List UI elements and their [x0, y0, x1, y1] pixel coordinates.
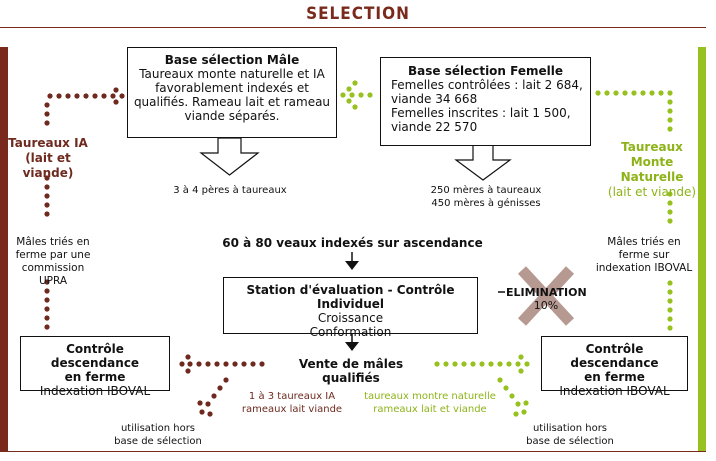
- elimination-percent: 10%: [533, 299, 559, 312]
- left-note-line: ferme par une: [15, 249, 91, 261]
- female-box-heading: Base sélection Femelle: [407, 64, 564, 78]
- mn-rameaux-line: taureaux montre naturelle: [364, 391, 496, 402]
- female-box-line: viande 22 570: [391, 120, 478, 134]
- right-note-line: Mâles triés en: [607, 236, 681, 248]
- right-branch-title-line: Naturelle: [620, 170, 684, 184]
- right-branch-title-line: (lait et viande): [607, 185, 697, 199]
- female-box-line: viande 34 668: [391, 92, 478, 106]
- controle-left-heading: en ferme: [64, 370, 126, 384]
- male-box-line: qualifiés. Rameau lait et rameau: [133, 95, 331, 109]
- vente-label: Vente de mâles qualifiés: [298, 357, 404, 385]
- left-note-line: Mâles triés en: [16, 236, 90, 248]
- ia-rameaux-line: 1 à 3 taureaux IA: [248, 391, 336, 402]
- male-box-line: Taureaux monte naturelle et IA: [139, 67, 325, 81]
- page-title: SELECTION: [306, 4, 410, 24]
- male-box-heading: Base sélection Mâle: [164, 53, 300, 67]
- female-selection-box: Base sélection Femelle Femelles contrôlé…: [380, 57, 591, 146]
- left-branch-title: Taureaux IA (lait et viande): [8, 136, 88, 181]
- hors-right-line: base de sélection: [526, 436, 614, 447]
- controle-left-sub: Indexation IBOVAL: [39, 384, 151, 398]
- right-branch-title-line: Taureaux Monte: [621, 140, 683, 169]
- ia-rameaux-label: 1 à 3 taureaux IA rameaux lait viande: [236, 390, 348, 416]
- right-note-line: ferme sur: [618, 249, 670, 261]
- left-note-line: commission UPRA: [21, 262, 85, 287]
- controle-right-sub: Indexation IBOVAL: [559, 384, 670, 398]
- controle-right-heading: Contrôle descendance: [570, 342, 659, 370]
- green-dots: [340, 80, 673, 417]
- controle-left-box: Contrôle descendance en ferme Indexation…: [20, 336, 170, 398]
- elimination-x-icon: [517, 266, 575, 326]
- right-side-bar: [698, 47, 706, 451]
- left-branch-note: Mâles triés en ferme par une commission …: [10, 236, 96, 288]
- right-note-line: indexation IBOVAL: [595, 262, 693, 274]
- controle-right-box: Contrôle descendance en ferme Indexation…: [541, 336, 688, 398]
- female-box-line: Femelles contrôlées : lait 2 684,: [391, 78, 583, 92]
- left-branch-title-line: (lait et viande): [22, 151, 74, 180]
- station-line: Croissance: [317, 311, 384, 325]
- hors-left-line: utilisation hors: [120, 423, 196, 434]
- meres-line: 250 mères à taureaux: [430, 185, 542, 196]
- left-side-bar: [0, 47, 8, 451]
- male-selection-box: Base sélection Mâle Taureaux monte natur…: [127, 47, 337, 138]
- veaux-arrow: [345, 261, 359, 270]
- male-down-arrow: [199, 137, 260, 176]
- female-down-arrow: [454, 144, 512, 181]
- mn-rameaux-line: rameaux lait et viande: [373, 404, 487, 415]
- hors-left-label: utilisation hors base de sélection: [108, 422, 208, 448]
- mn-rameaux-label: taureaux montre naturelle rameaux lait e…: [360, 390, 500, 416]
- male-box-line: viande séparés.: [184, 109, 280, 123]
- male-box-line: favorablement indexés et: [155, 81, 309, 95]
- right-branch-note: Mâles triés en ferme sur indexation IBOV…: [594, 236, 694, 275]
- title-underline: [0, 27, 706, 28]
- station-arrow: [345, 342, 359, 351]
- ia-rameaux-line: rameaux lait viande: [241, 404, 343, 415]
- hors-left-line: base de sélection: [114, 436, 202, 447]
- brown-dots: [44, 87, 265, 417]
- bottom-rule: [0, 451, 706, 452]
- peres-label: 3 à 4 pères à taureaux: [173, 185, 287, 196]
- station-box: Station d'évaluation - Contrôle Individu…: [223, 277, 478, 339]
- meres-line: 450 mères à génisses: [431, 198, 541, 209]
- right-branch-title: Taureaux Monte Naturelle (lait et viande…: [604, 140, 700, 200]
- elimination-text: ELIMINATION: [506, 286, 587, 299]
- left-branch-title-line: Taureaux IA: [8, 136, 88, 150]
- controle-right-heading: en ferme: [584, 370, 645, 384]
- hors-right-line: utilisation hors: [532, 423, 608, 434]
- female-box-line: Femelles inscrites : lait 1 500,: [391, 106, 571, 120]
- hors-right-label: utilisation hors base de sélection: [520, 422, 620, 448]
- meres-label: 250 mères à taureaux 450 mères à génisse…: [416, 184, 556, 210]
- veaux-label: 60 à 80 veaux indexés sur ascendance: [222, 236, 483, 250]
- controle-left-heading: Contrôle descendance: [50, 342, 140, 370]
- station-heading: Station d'évaluation - Contrôle Individu…: [246, 283, 455, 311]
- station-line: Conformation: [309, 325, 392, 339]
- elimination-label: ELIMINATION 10%: [506, 286, 587, 312]
